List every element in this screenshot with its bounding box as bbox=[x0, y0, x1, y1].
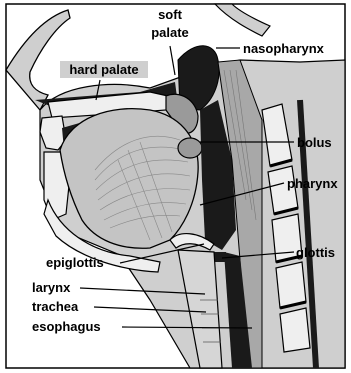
bolus-mass bbox=[178, 138, 202, 158]
label-glottis: glottis bbox=[296, 245, 335, 260]
label-nasopharynx: nasopharynx bbox=[243, 41, 325, 56]
label-epiglottis: epiglottis bbox=[46, 255, 104, 270]
label-bolus: bolus bbox=[297, 135, 332, 150]
label-hard-palate: hard palate bbox=[69, 62, 138, 77]
label-larynx: larynx bbox=[32, 280, 71, 295]
label-soft-palate-line2: palate bbox=[151, 25, 189, 40]
label-trachea: trachea bbox=[32, 299, 79, 314]
label-pharynx: pharynx bbox=[287, 176, 338, 191]
label-esophagus: esophagus bbox=[32, 319, 101, 334]
label-soft-palate-line1: soft bbox=[158, 7, 183, 22]
